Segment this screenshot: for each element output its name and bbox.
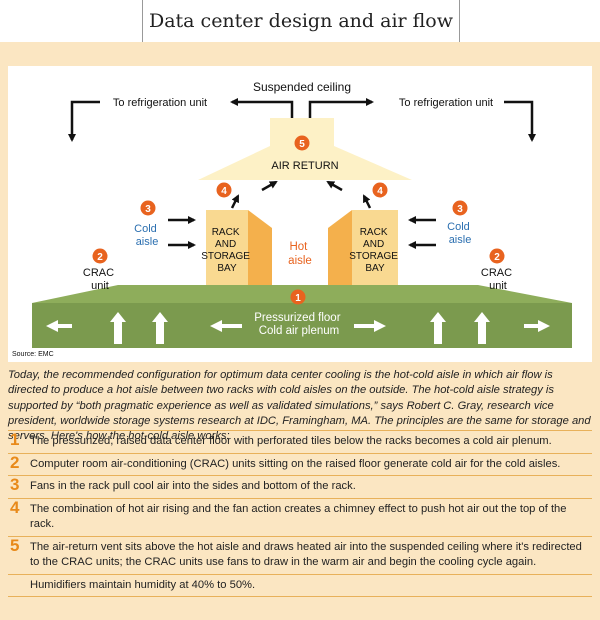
chimney-arrow-right-2 [362, 194, 372, 209]
step-text: The air-return vent sits above the hot a… [30, 540, 582, 569]
crac-left-label: CRAC unit [83, 267, 117, 292]
step-2: 2 Computer room air-conditioning (CRAC) … [8, 452, 592, 476]
step-humidifiers: Humidifiers maintain humidity at 40% to … [8, 573, 592, 597]
svg-text:5: 5 [299, 139, 305, 150]
refrigeration-arrow-right [504, 100, 536, 142]
steps-list: 1 The pressurized, raised data center fl… [8, 430, 592, 597]
marker-4-left: 4 [216, 182, 232, 198]
rack-left-label: RACK AND STORAGE BAY [201, 227, 253, 274]
step-text: Fans in the rack pull cool air into the … [30, 480, 356, 492]
step-number: 2 [10, 452, 20, 472]
step-1: 1 The pressurized, raised data center fl… [8, 430, 592, 453]
marker-1: 1 [290, 289, 306, 305]
cold-aisle-left-label: Cold aisle [134, 223, 160, 248]
rack-right [328, 210, 398, 285]
marker-2-right: 2 [489, 248, 505, 264]
step-number: 3 [10, 475, 20, 494]
step-4: 4 The combination of hot air rising and … [8, 497, 592, 536]
svg-text:1: 1 [295, 293, 301, 304]
svg-text:2: 2 [97, 252, 103, 263]
step-text: The combination of hot air rising and th… [30, 502, 567, 531]
source-label: Source: EMC [12, 351, 54, 358]
suspended-ceiling-label: Suspended ceiling [253, 80, 351, 94]
svg-text:3: 3 [145, 204, 151, 215]
page-title: Data center design and air flow [148, 10, 454, 32]
step-text: Humidifiers maintain humidity at 40% to … [30, 578, 256, 591]
step-3: 3 Fans in the rack pull cool air into th… [8, 475, 592, 498]
step-number: 5 [10, 535, 20, 555]
intro-paragraph: Today, the recommended configuration for… [8, 369, 591, 443]
ceiling-arrow-left [230, 98, 294, 118]
step-number: 1 [10, 430, 20, 449]
cold-aisle-right-label: Cold aisle [447, 221, 473, 246]
svg-text:4: 4 [377, 186, 383, 197]
air-return-label: AIR RETURN [271, 160, 338, 172]
rack-left [206, 210, 272, 285]
svg-text:4: 4 [221, 186, 227, 197]
rack-right-label: RACK AND STORAGE BAY [349, 227, 401, 274]
marker-3-left: 3 [140, 200, 156, 216]
air-return-hood [198, 146, 412, 180]
to-refrigeration-left-label: To refrigeration unit [113, 97, 207, 109]
hot-aisle-label: Hot aisle [288, 241, 312, 267]
svg-text:2: 2 [494, 252, 500, 263]
chimney-arrow-right-1 [326, 180, 343, 192]
title-box: Data center design and air flow [142, 0, 460, 43]
svg-text:3: 3 [457, 204, 463, 215]
marker-4-right: 4 [372, 182, 388, 198]
refrigeration-arrow-left [68, 100, 100, 142]
marker-3-right: 3 [452, 200, 468, 216]
step-5: 5 The air-return vent sits above the hot… [8, 535, 592, 574]
to-refrigeration-right-label: To refrigeration unit [399, 97, 493, 109]
step-text: Computer room air-conditioning (CRAC) un… [30, 457, 561, 470]
ceiling-arrow-right [308, 98, 374, 118]
plenum-arrows [46, 312, 550, 344]
step-number: 4 [10, 497, 20, 517]
chimney-arrow-left-2 [261, 180, 278, 192]
chimney-arrow-left-1 [230, 194, 240, 209]
marker-2-left: 2 [92, 248, 108, 264]
crac-right-label: CRAC unit [481, 267, 515, 292]
marker-5: 5 [294, 135, 310, 151]
step-text: The pressurized, raised data center floo… [30, 435, 552, 447]
plenum-label: Pressurized floor Cold air plenum [254, 312, 344, 337]
